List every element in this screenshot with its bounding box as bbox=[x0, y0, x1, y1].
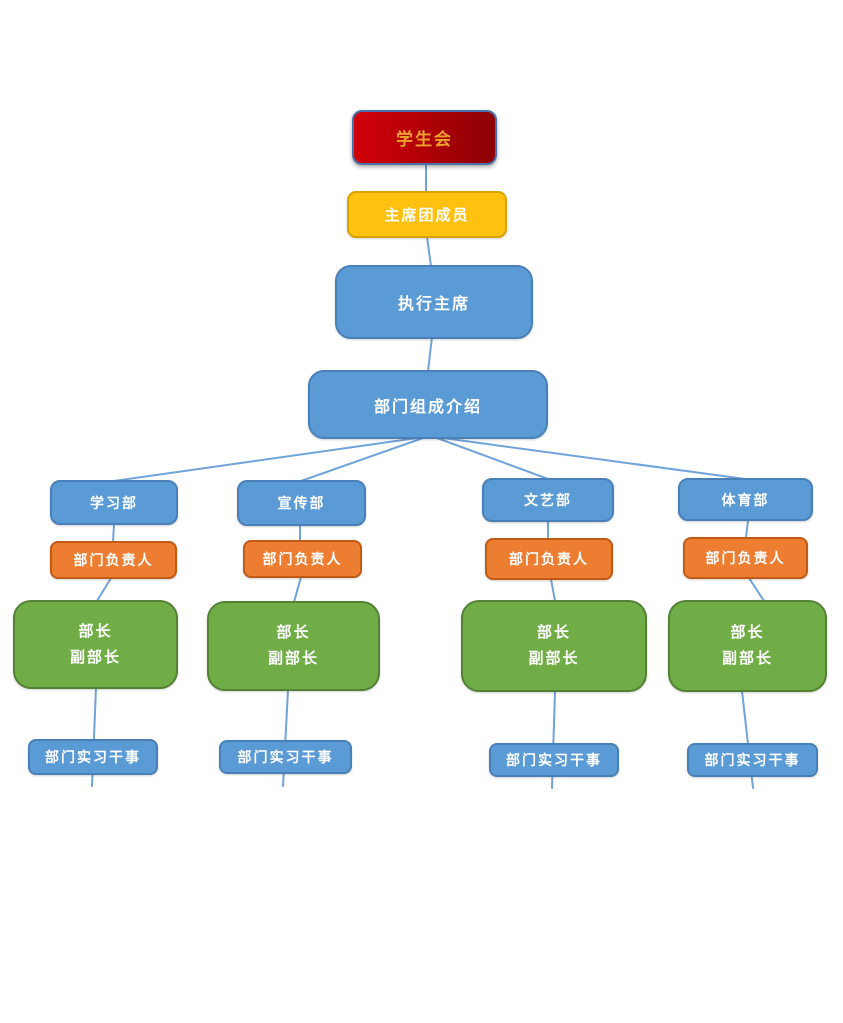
node-study-dept-head: 部门负责人 bbox=[50, 541, 177, 579]
leader-label: 部长 bbox=[276, 624, 311, 641]
node-arts-leaders: 部长 副部长 bbox=[461, 600, 647, 692]
leader-label: 部长 bbox=[78, 622, 113, 640]
deputy-label: 副部长 bbox=[267, 650, 319, 667]
deputy-label: 副部长 bbox=[721, 650, 773, 667]
node-arts-interns: 部门实习干事 bbox=[489, 743, 619, 777]
node-sports-dept: 体育部 bbox=[678, 478, 813, 521]
node-publicity-leaders: 部长 副部长 bbox=[207, 601, 380, 691]
node-publicity-interns: 部门实习干事 bbox=[219, 740, 352, 774]
node-publicity-dept: 宣传部 bbox=[237, 480, 366, 526]
leader-label: 部长 bbox=[730, 624, 765, 641]
node-sports-leaders: 部长 副部长 bbox=[668, 600, 827, 692]
leader-label: 部长 bbox=[536, 624, 571, 641]
deputy-label: 副部长 bbox=[69, 648, 121, 666]
node-arts-dept-head: 部门负责人 bbox=[485, 538, 613, 580]
node-student-union: 学生会 bbox=[352, 110, 497, 165]
node-executive-chairman: 执行主席 bbox=[335, 265, 533, 339]
node-department-intro: 部门组成介绍 bbox=[308, 370, 548, 439]
node-study-dept: 学习部 bbox=[50, 480, 178, 525]
deputy-label: 副部长 bbox=[528, 650, 580, 667]
node-study-leaders: 部长 副部长 bbox=[13, 600, 178, 689]
node-sports-dept-head: 部门负责人 bbox=[683, 537, 808, 579]
node-sports-interns: 部门实习干事 bbox=[687, 743, 818, 777]
node-study-interns: 部门实习干事 bbox=[28, 739, 158, 775]
node-presidium-members: 主席团成员 bbox=[347, 191, 507, 238]
node-publicity-dept-head: 部门负责人 bbox=[243, 540, 362, 578]
node-arts-dept: 文艺部 bbox=[482, 478, 614, 522]
